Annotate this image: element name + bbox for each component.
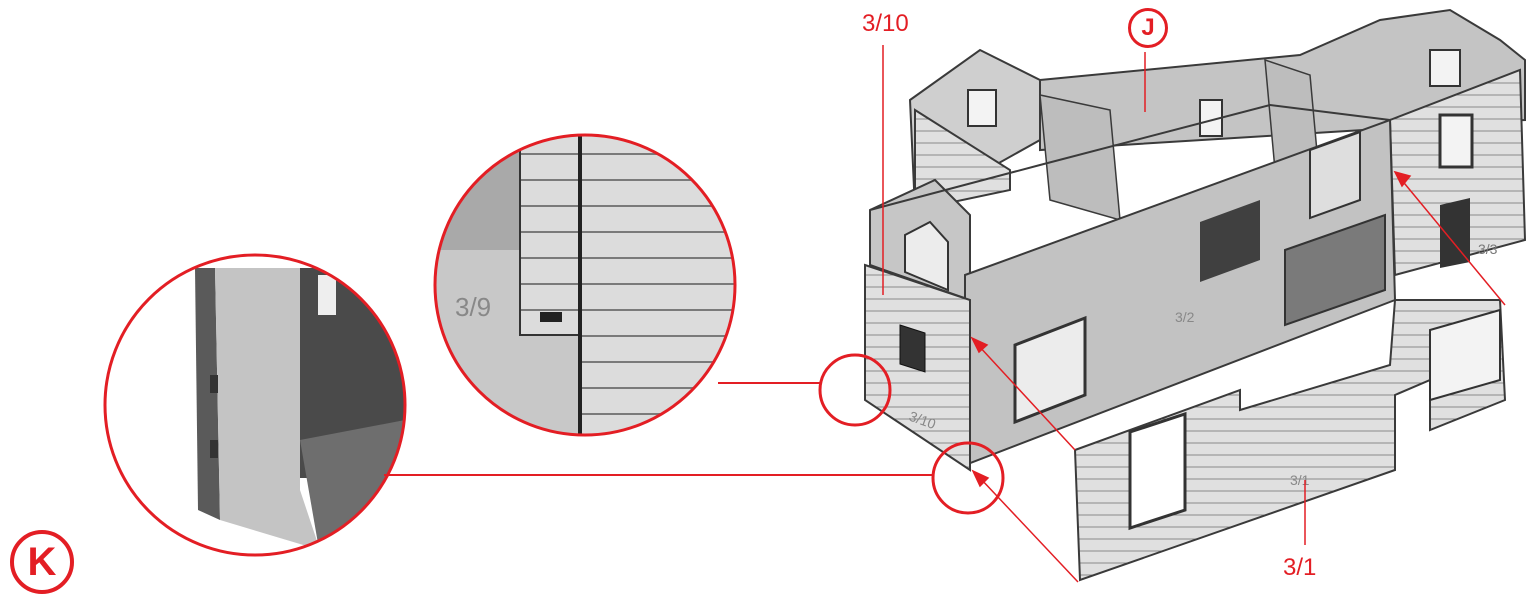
zoom-target-upper xyxy=(818,353,892,427)
zoom-detail-edge xyxy=(103,253,1005,557)
marking-3-3: 3/3 xyxy=(1478,241,1498,257)
callout-j: J xyxy=(1128,8,1168,48)
house-model: 3/3 3/2 3/10 3/1 xyxy=(864,8,1527,582)
step-k-badge: K xyxy=(10,530,74,594)
interior-partition-1 xyxy=(1039,94,1121,222)
zoom-detail-corner: 3/9 xyxy=(433,133,892,437)
zoom-target-lower xyxy=(931,441,1005,515)
zoom-marking: 3/9 xyxy=(455,292,491,322)
marking-3-2: 3/2 xyxy=(1175,309,1195,325)
marking-3-1: 3/1 xyxy=(1290,472,1310,488)
assembly-arrows xyxy=(882,45,1506,583)
part-3-1-label: 3/1 xyxy=(1283,554,1317,581)
part-3-10-label: 3/10 xyxy=(862,10,909,37)
